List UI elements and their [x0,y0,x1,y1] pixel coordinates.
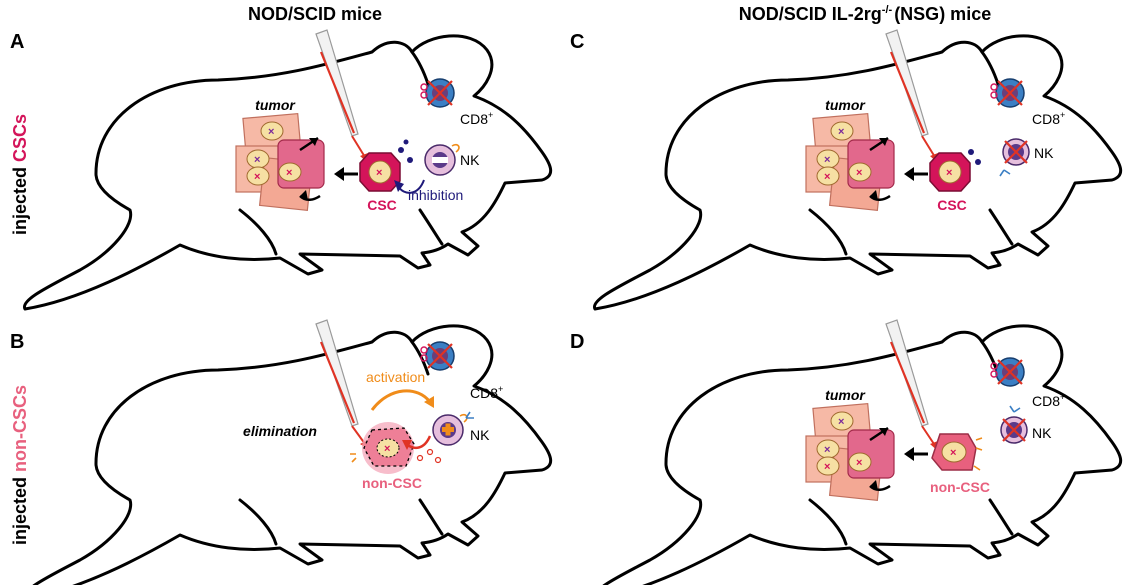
cd8-label: CD8+ [1032,392,1065,409]
tumor-label: tumor [825,97,866,113]
cd8-super: + [498,384,503,394]
cd8-text: CD8 [1032,393,1060,409]
nk-label: NK [460,152,480,168]
tumor-label: tumor [255,97,296,113]
tumor-label: tumor [825,387,866,403]
nk-label: NK [470,427,490,443]
panel-b-letter: B [10,331,24,353]
noncsc-cell [931,433,977,471]
row-label-bottom: injected non-CSCs [10,385,30,545]
svg-text:×: × [384,443,390,455]
header-right-suffix: (NSG) mice [894,4,991,24]
inhibition-label: inhibition [408,187,463,203]
panel-c-letter: C [570,31,584,53]
csc-label: CSC [937,197,967,213]
minus-sign-icon [432,157,448,163]
nk-label: NK [1032,425,1052,441]
panel-d-letter: D [570,331,584,353]
panel-a-letter: A [10,31,24,53]
header-right: NOD/SCID IL-2rg-/-(NSG) mice [739,4,991,24]
csc-cell [359,152,401,192]
row-label-bottom-highlight: non-CSCs [10,385,30,472]
panel-c: C tumor CSC NK CD8+ [570,28,1123,311]
mouse-outline [22,324,553,585]
csc-label: CSC [367,197,397,213]
cd8-super: + [1060,110,1065,120]
nk-cell-absent [999,415,1029,445]
row-label-top: injected CSCs [10,114,30,235]
cd8-label: CD8+ [460,110,493,127]
cd8-text: CD8 [470,385,498,401]
panel-b: B elimination × non-CSC NK activation CD… [10,318,553,585]
csc-cell [929,152,971,192]
header-left: NOD/SCID mice [248,4,382,24]
cd8-text: CD8 [1032,111,1060,127]
noncsc-label: non-CSC [362,475,422,491]
cd8-text: CD8 [460,111,488,127]
panel-a: A tumor CSC NK inhibition CD8+ [10,28,553,311]
nk-label: NK [1034,145,1054,161]
cd8-label: CD8+ [1032,110,1065,127]
activation-label: activation [366,369,425,385]
header-right-prefix: NOD/SCID IL-2rg [739,4,882,24]
header-right-super: -/- [882,4,893,16]
elimination-label: elimination [243,423,317,439]
cd8-label: CD8+ [470,384,503,401]
cd8-super: + [488,110,493,120]
nk-cell-absent [1001,137,1031,167]
row-label-top-prefix: injected [10,162,30,235]
dying-noncsc-cell: × [363,427,415,467]
row-label-top-highlight: CSCs [10,114,30,162]
noncsc-label: non-CSC [930,479,990,495]
row-label-bottom-prefix: injected [10,472,30,545]
panel-d: D tumor non-CSC NK CD8+ [570,318,1123,585]
cd8-super: + [1060,392,1065,402]
